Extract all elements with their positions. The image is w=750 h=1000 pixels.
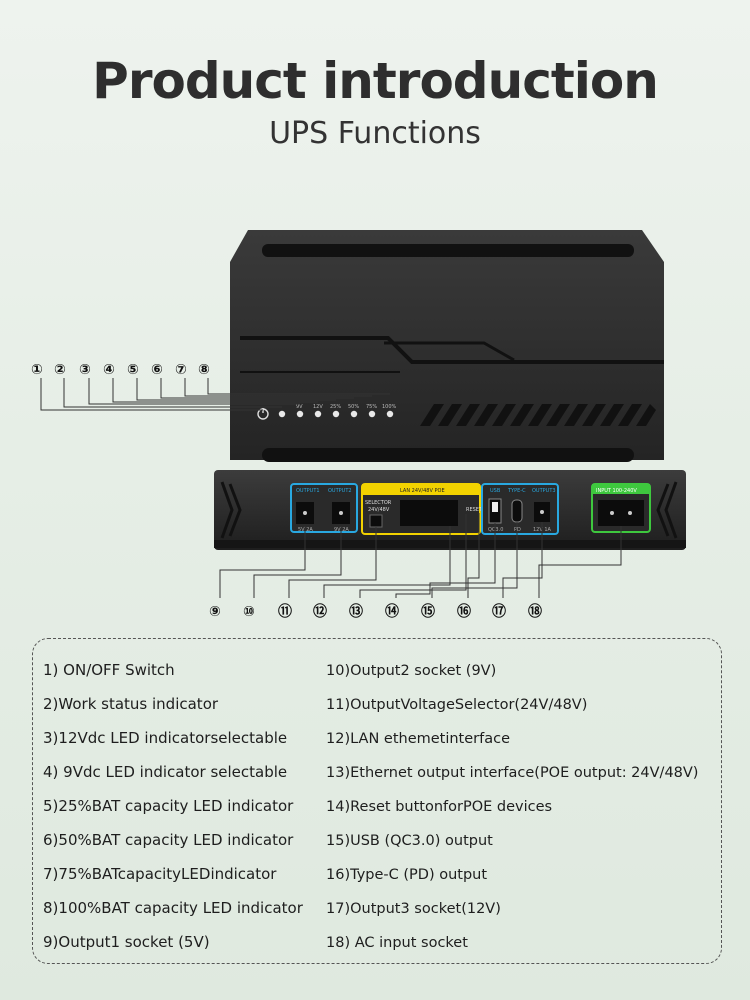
callout-9: ⑨	[209, 604, 221, 620]
legend-item: 6)50%BAT capacity LED indicator	[43, 831, 294, 849]
led-9v	[296, 410, 304, 418]
label-output1-sub: 5V 2A	[298, 527, 313, 533]
side-vents	[420, 404, 656, 426]
legend-item: 3)12Vdc LED indicatorselectable	[43, 729, 288, 747]
led-25	[332, 410, 340, 418]
page-subtitle: UPS Functions	[269, 116, 481, 151]
led-12v	[314, 410, 322, 418]
label-typec: TYPE-C	[507, 488, 526, 494]
legend-item: 14)Reset buttonforPOE devices	[326, 799, 553, 815]
callout-15: ⑮	[421, 603, 435, 620]
bottom-callouts: ⑨ ⑩ ⑪ ⑫ ⑬ ⑭ ⑮ ⑯ ⑰ ⑱	[209, 603, 542, 620]
callout-6: ⑥	[151, 362, 163, 378]
legend-item: 17)Output3 socket(12V)	[326, 901, 501, 917]
led-label-75: 75%	[366, 404, 377, 410]
ups-device-diagram: 9V 12V 25% 50% 75% 100% OUTPUT1 OUTPUT2 …	[31, 230, 686, 620]
legend-item: 16)Type-C (PD) output	[326, 867, 488, 883]
output-1-2-group: OUTPUT1 OUTPUT2 5V 2A 9V 2A	[290, 483, 358, 533]
top-callouts: ① ② ③ ④ ⑤ ⑥ ⑦ ⑧	[31, 362, 210, 378]
legend-item: 9)Output1 socket (5V)	[43, 933, 210, 951]
legend-item: 8)100%BAT capacity LED indicator	[43, 899, 303, 917]
callout-10: ⑩	[243, 604, 255, 620]
label-selector-sub: 24V/48V	[368, 507, 390, 513]
legend-column-right: 10)Output2 socket (9V) 11)OutputVoltageS…	[326, 657, 698, 963]
feature-legend: 1) ON/OFF Switch 2)Work status indicator…	[32, 638, 722, 964]
top-callout-leaders	[40, 378, 390, 411]
legend-item: 11)OutputVoltageSelector(24V/48V)	[326, 697, 588, 713]
callout-13: ⑬	[349, 603, 363, 620]
label-input: INPUT 100-240V	[596, 488, 637, 494]
label-typec-sub: PD	[514, 527, 521, 533]
legend-column-left: 1) ON/OFF Switch 2)Work status indicator…	[43, 657, 303, 963]
callout-11: ⑪	[278, 603, 292, 620]
label-output1: OUTPUT1	[296, 488, 320, 494]
callout-12: ⑫	[313, 603, 327, 620]
callout-2: ②	[54, 362, 66, 378]
legend-item: 1) ON/OFF Switch	[43, 661, 175, 679]
ac-input-socket	[598, 500, 644, 526]
callout-16: ⑯	[457, 603, 471, 620]
callout-7: ⑦	[175, 362, 187, 378]
led-label-12v: 12V	[313, 404, 323, 410]
callout-8: ⑧	[198, 362, 210, 378]
callout-4: ④	[103, 362, 115, 378]
voltage-selector-switch	[369, 514, 383, 528]
label-usb: USB	[490, 488, 501, 494]
callout-18: ⑱	[528, 603, 542, 620]
typec-port	[511, 499, 523, 523]
legend-item: 12)LAN ethemetinterface	[326, 731, 511, 747]
legend-item: 15)USB (QC3.0) output	[326, 833, 493, 849]
legend-item: 5)25%BAT capacity LED indicator	[43, 797, 294, 815]
led-label-25: 25%	[330, 404, 341, 410]
label-usb-sub: QC3.0	[488, 527, 503, 533]
legend-item: 13)Ethernet output interface(POE output:…	[326, 765, 699, 781]
lan-ethernet-port	[400, 500, 458, 526]
callout-3: ③	[79, 362, 91, 378]
lan-poe-group: LAN 24V/48V POE SELECTOR 24V/48V RESET	[361, 483, 483, 535]
led-75	[368, 410, 376, 418]
led-label-50: 50%	[348, 404, 359, 410]
label-output2: OUTPUT2	[328, 488, 352, 494]
legend-item: 2)Work status indicator	[43, 695, 219, 713]
led-label-100: 100%	[382, 404, 397, 410]
usb-output-group: USB TYPE-C OUTPUT3 QC3.0 PD 12V 1A	[481, 483, 559, 535]
legend-item: 7)75%BATcapacityLEDindicator	[43, 865, 277, 883]
led-50	[350, 410, 358, 418]
callout-1: ①	[31, 362, 43, 378]
label-output3: OUTPUT3	[532, 488, 556, 494]
page-title: Product introduction	[92, 52, 659, 110]
callout-14: ⑭	[385, 603, 399, 620]
legend-item: 10)Output2 socket (9V)	[326, 663, 497, 679]
callout-5: ⑤	[127, 362, 139, 378]
label-selector: SELECTOR	[365, 500, 392, 506]
bottom-callout-leaders	[219, 513, 622, 598]
ac-input-group: INPUT 100-240V	[591, 483, 651, 533]
label-reset: RESET	[466, 507, 483, 513]
device-upper-body: 9V 12V 25% 50% 75% 100%	[230, 230, 664, 462]
led-100	[386, 410, 394, 418]
led-status	[278, 410, 286, 418]
callout-17: ⑰	[492, 603, 506, 620]
label-lan: LAN 24V/48V POE	[400, 488, 445, 494]
led-label-9v: 9V	[296, 404, 303, 410]
legend-item: 4) 9Vdc LED indicator selectable	[43, 763, 288, 781]
label-output2-sub: 9V 2A	[334, 527, 349, 533]
legend-item: 18) AC input socket	[326, 935, 468, 951]
